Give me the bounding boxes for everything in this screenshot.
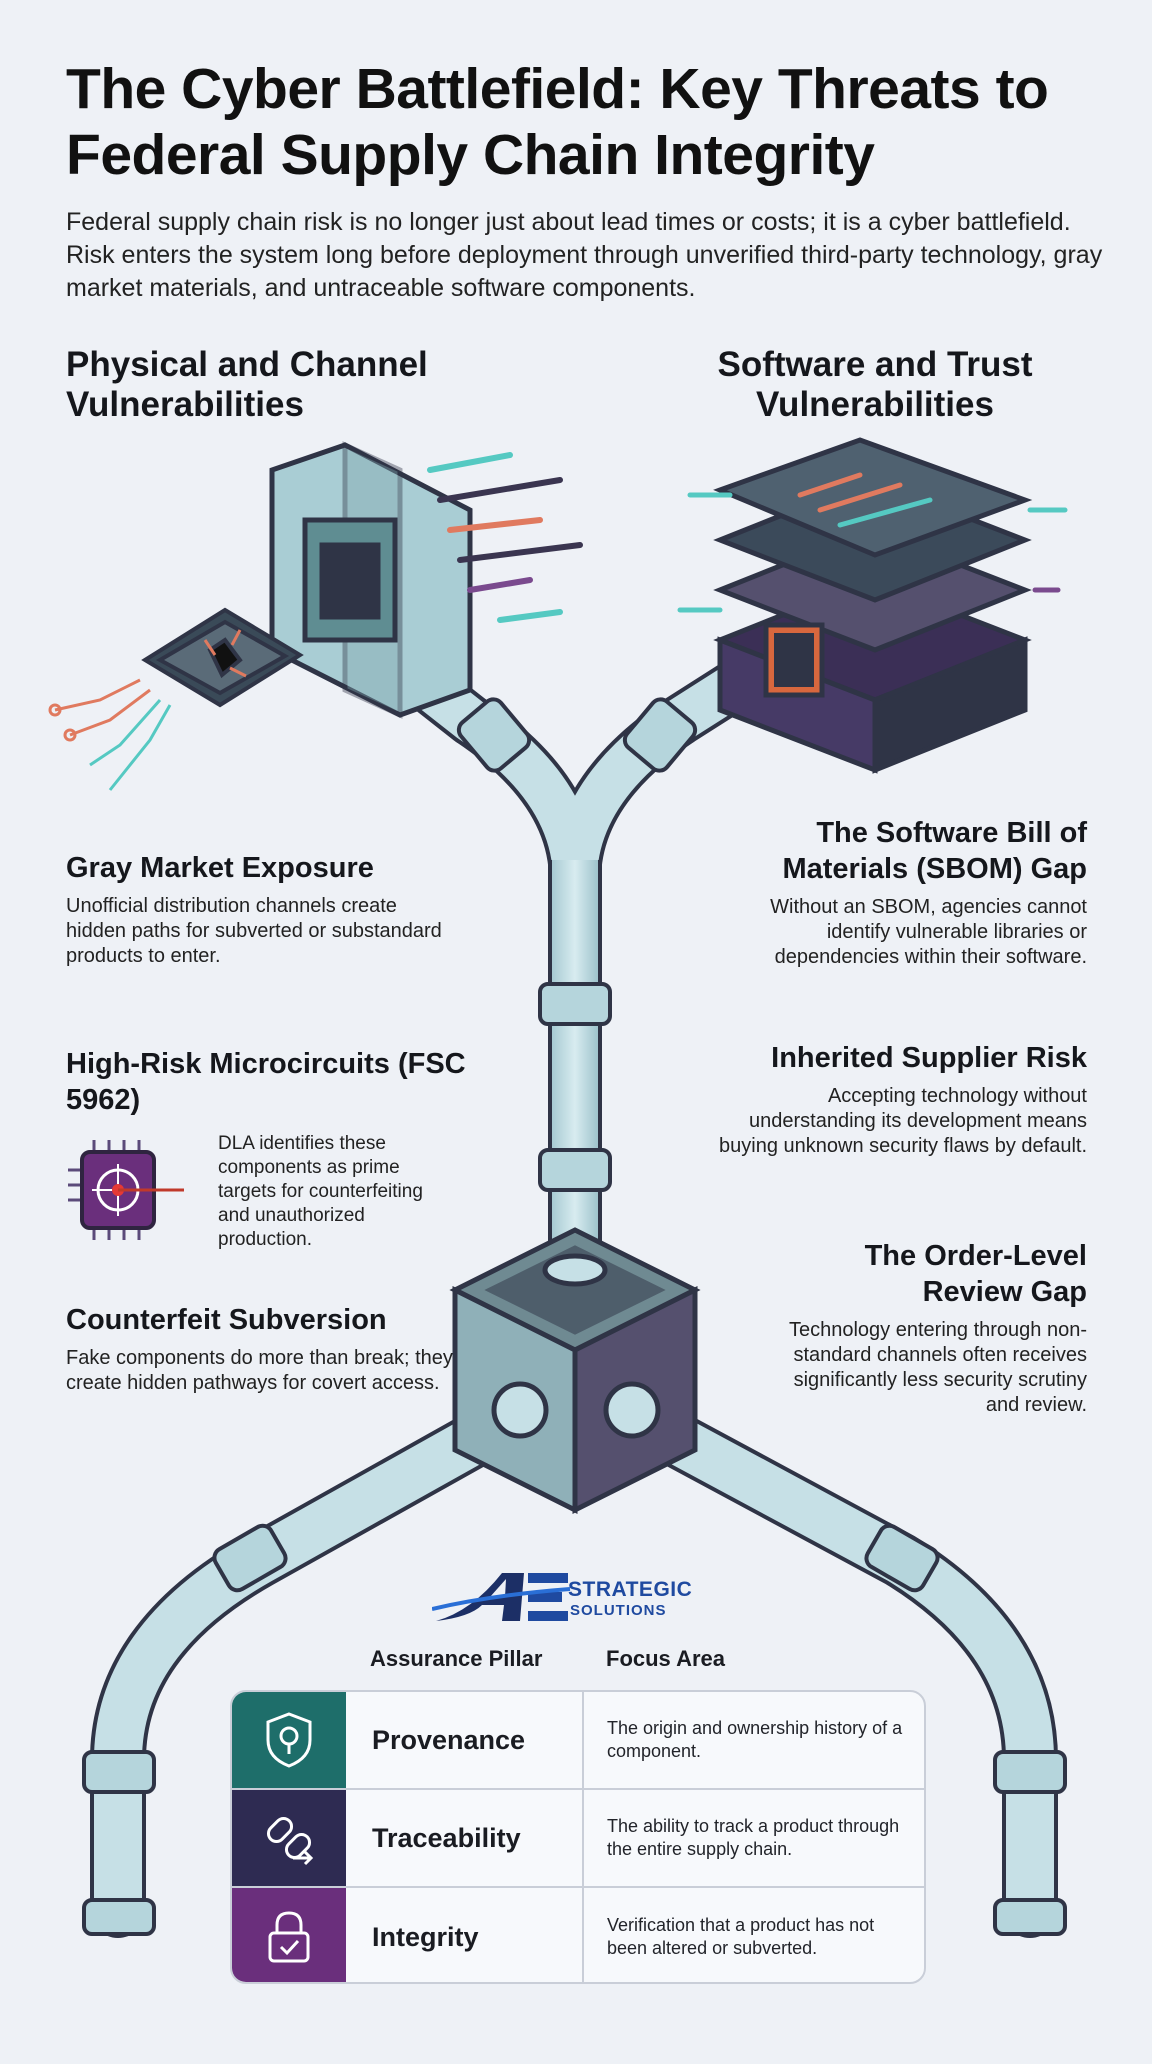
card-body: Fake components do more than break; they… xyxy=(66,1347,453,1394)
table-row: Traceability The ability to track a prod… xyxy=(232,1790,924,1888)
counterfeit-card: Counterfeit Subversion Fake components d… xyxy=(66,1302,456,1396)
shield-location-icon xyxy=(232,1692,346,1788)
main-trunk-pipe xyxy=(548,860,602,1290)
column-header-focus: Focus Area xyxy=(606,1646,726,1671)
card-body: Unofficial distribution channels create … xyxy=(66,895,442,967)
card-body: Accepting technology without understandi… xyxy=(719,1085,1087,1157)
ae-logo-mark xyxy=(432,1573,571,1621)
logo-wordmark-line1: STRATEGIC xyxy=(568,1578,693,1601)
page-title: The Cyber Battlefield: Key Threats to Fe… xyxy=(66,57,1049,187)
table-row: Integrity Verification that a product ha… xyxy=(232,1888,924,1982)
column-divider xyxy=(582,1790,584,1886)
portal-frame xyxy=(269,441,473,719)
pipe-coupling xyxy=(82,1523,1067,1936)
target-chip-icon xyxy=(68,1140,184,1240)
left-section-heading: Physical and Channel Vulnerabilities xyxy=(66,345,428,424)
circuit-traces xyxy=(48,678,172,791)
assurance-pillar-table: Provenance The origin and ownership hist… xyxy=(230,1690,926,1984)
card-body: Technology entering through non-standard… xyxy=(789,1319,1087,1416)
cracked-chip xyxy=(141,607,304,708)
pipe-coupling xyxy=(456,697,698,1192)
column-header-pillar: Assurance Pillar xyxy=(370,1646,543,1671)
order-review-card: The Order-Level Review Gap Technology en… xyxy=(757,1238,1087,1418)
pillar-name: Provenance xyxy=(372,1724,526,1755)
logo-wordmark-line2: SOLUTIONS xyxy=(570,1602,667,1619)
hub-cube xyxy=(449,1227,701,1515)
table-row: Provenance The origin and ownership hist… xyxy=(232,1692,924,1790)
chain-link-icon xyxy=(232,1790,346,1886)
data-streaks xyxy=(427,452,583,623)
card-title: Gray Market Exposure xyxy=(66,852,374,884)
pillar-name: Integrity xyxy=(372,1921,479,1952)
inherited-risk-card: Inherited Supplier Risk Accepting techno… xyxy=(717,1040,1087,1159)
intro-paragraph: Federal supply chain risk is no longer j… xyxy=(66,208,1103,302)
focus-area: The origin and ownership history of a co… xyxy=(607,1718,903,1761)
column-divider xyxy=(582,1692,584,1788)
card-body: Without an SBOM, agencies cannot identif… xyxy=(770,896,1087,968)
right-section-heading: Software and Trust Vulnerabilities xyxy=(717,345,1033,424)
card-title: Counterfeit Subversion xyxy=(66,1304,387,1336)
card-body: DLA identifies these components as prime… xyxy=(218,1133,423,1250)
card-title: The Software Bill of Materials (SBOM) Ga… xyxy=(782,817,1087,885)
pillar-name: Traceability xyxy=(372,1822,521,1853)
focus-area: The ability to track a product through t… xyxy=(607,1816,900,1859)
code-lines xyxy=(677,472,1068,613)
card-title: Inherited Supplier Risk xyxy=(771,1042,1087,1074)
sbom-card: The Software Bill of Materials (SBOM) Ga… xyxy=(727,815,1087,970)
server-stack xyxy=(713,437,1033,774)
column-divider xyxy=(582,1888,584,1982)
gray-market-card: Gray Market Exposure Unofficial distribu… xyxy=(66,850,456,969)
card-title: High-Risk Microcircuits (FSC 5962) xyxy=(66,1048,466,1116)
card-title: The Order-Level Review Gap xyxy=(864,1240,1087,1308)
lock-check-icon xyxy=(232,1888,346,1982)
microcircuits-card: High-Risk Microcircuits (FSC 5962) xyxy=(66,1046,466,1118)
focus-area: Verification that a product has not been… xyxy=(607,1915,875,1958)
